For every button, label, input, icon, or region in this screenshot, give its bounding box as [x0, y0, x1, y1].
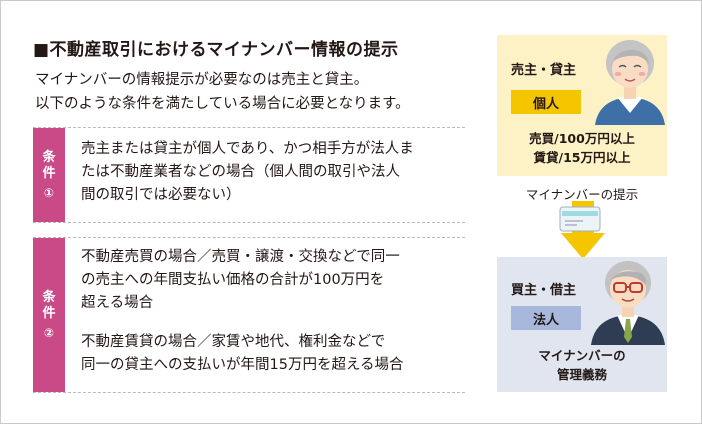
condition-line: 不動産売買の場合／売買・譲渡・交換などで同一 [81, 249, 400, 265]
buyer-duty: マイナンバーの 管理義務 [497, 346, 667, 384]
seller-condition-line: 賃貸/15万円以上 [533, 150, 631, 165]
condition-line: たは不動産業者などの場合（個人間の取引や法人 [81, 164, 400, 180]
tag-char: 件 [42, 306, 56, 321]
seller-role-label: 売主・貸主 [511, 63, 577, 78]
buyer-role-label: 買主・借主 [511, 283, 577, 298]
buyer-duty-line: マイナンバーの [538, 348, 626, 363]
condition-line: 不動産賃貸の場合／家賃や地代、権利金などで [81, 334, 386, 350]
condition-1-tag: 条 件 ① [33, 128, 65, 222]
intro-line: マイナンバーの情報提示が必要なのは売主と貸主。 [35, 72, 369, 88]
seller-type-badge: 個人 [511, 90, 581, 114]
condition-2: 条 件 ② 不動産売買の場合／売買・譲渡・交換などで同一 の売主への年間支払い価… [33, 237, 465, 393]
intro-line: 以下のような条件を満たしている場合に必要となります。 [35, 96, 410, 112]
tag-char: 条 [42, 150, 56, 165]
tag-char: 件 [42, 166, 56, 181]
intro-text: マイナンバーの情報提示が必要なのは売主と貸主。 以下のような条件を満たしている場… [35, 68, 410, 116]
condition-line: 同一の貸主への支払いが年間15万円を超える場合 [81, 357, 404, 373]
condition-line: 売主または貸主が個人であり、かつ相手方が法人ま [81, 141, 414, 157]
tag-char: 条 [42, 290, 56, 305]
condition-1: 条 件 ① 売主または貸主が個人であり、かつ相手方が法人ま たは不動産業者などの… [33, 127, 465, 223]
seller-conditions: 売買/100万円以上 賃貸/15万円以上 [497, 129, 667, 167]
tag-number: ② [43, 326, 55, 340]
seller-condition-line: 売買/100万円以上 [529, 131, 635, 146]
id-card-icon [559, 206, 601, 232]
condition-2-tag: 条 件 ② [33, 238, 65, 392]
condition-line: の売主への年間支払い価格の合計が100万円を [81, 272, 385, 288]
buyer-duty-line: 管理義務 [556, 367, 607, 382]
seller-panel: 売主・貸主 個人 売買/100万円以上 賃貸/15万円以上 [497, 35, 667, 176]
buyer-panel: 買主・借主 法人 マイナンバーの 管理義務 [497, 257, 667, 392]
elderly-woman-icon [595, 40, 665, 125]
buyer-type-badge: 法人 [511, 306, 581, 330]
condition-1-text: 売主または貸主が個人であり、かつ相手方が法人ま たは不動産業者などの場合（個人間… [81, 138, 465, 207]
provide-label: マイナンバーの提示 [525, 187, 639, 202]
section-title: ■不動産取引におけるマイナンバー情報の提示 [33, 40, 399, 60]
businessman-icon [591, 261, 665, 345]
condition-line: 超える場合 [81, 295, 154, 311]
condition-2-sale-text: 不動産売買の場合／売買・譲渡・交換などで同一 の売主への年間支払い価格の合計が1… [81, 246, 465, 315]
condition-2-rent-text: 不動産賃貸の場合／家賃や地代、権利金などで 同一の貸主への支払いが年間15万円を… [81, 331, 465, 377]
condition-line: 間の取引では必要ない） [81, 187, 241, 203]
tag-number: ① [43, 186, 55, 200]
